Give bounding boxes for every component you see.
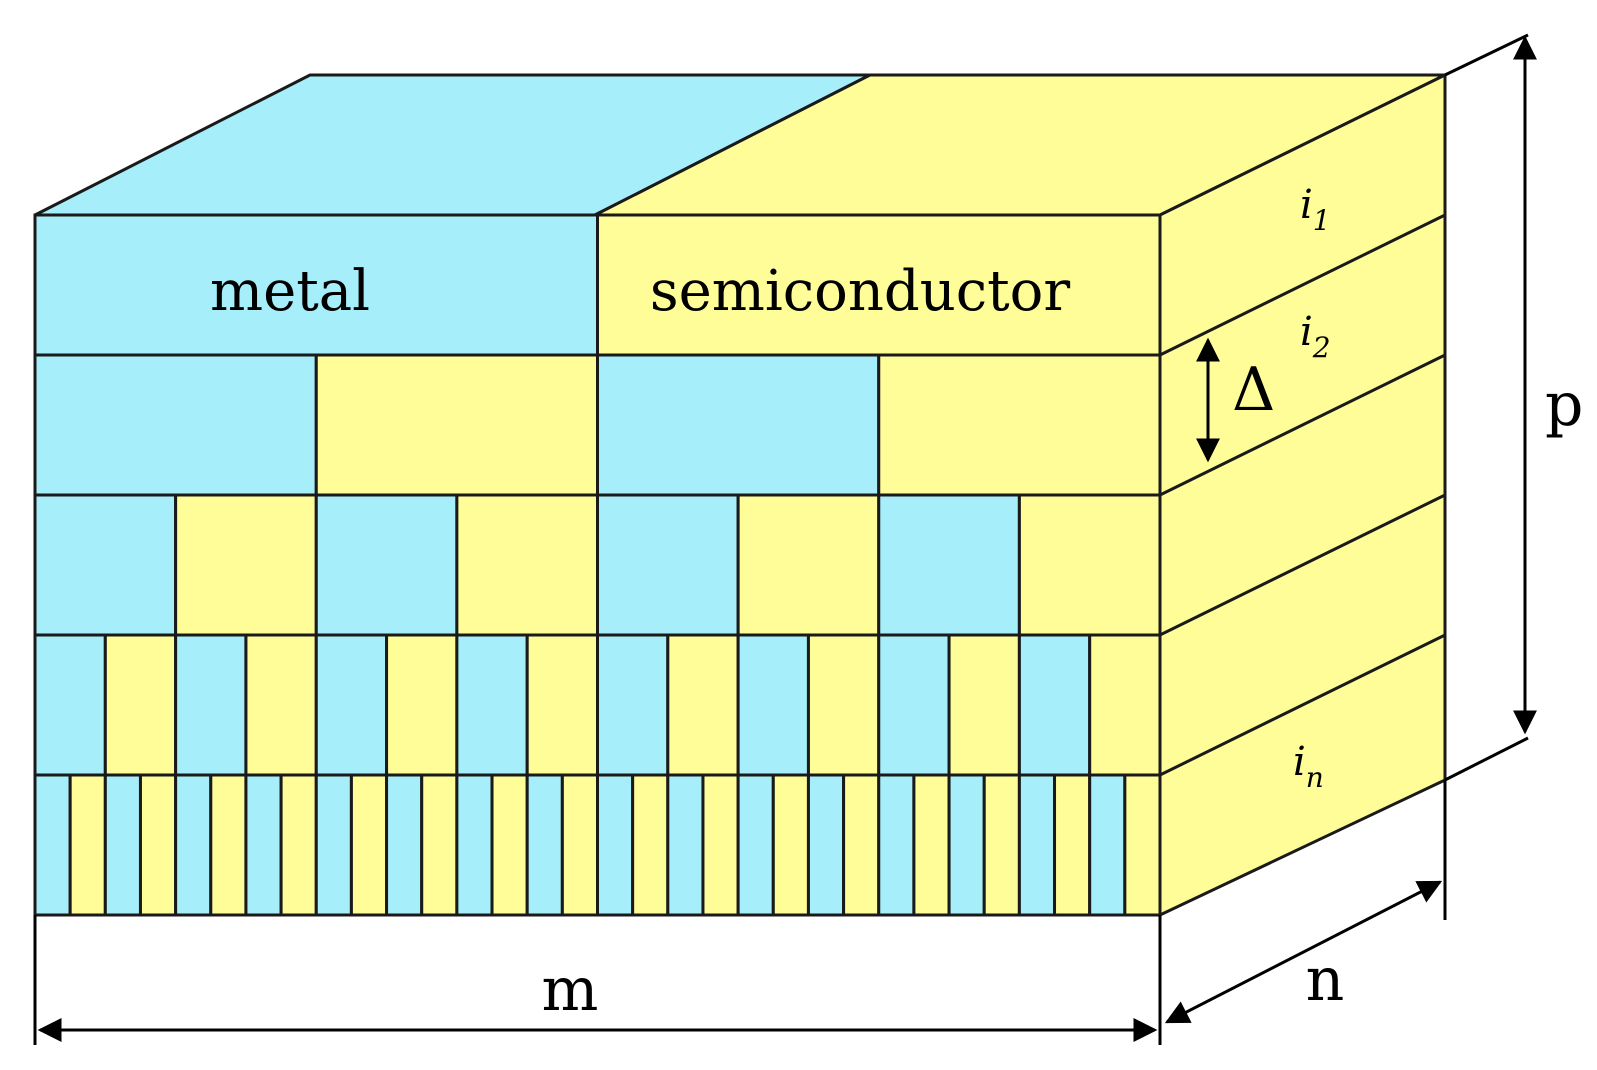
front-face-outline xyxy=(33,213,1162,917)
i2-sub: 2 xyxy=(1312,331,1331,364)
layer-5-segment-semiconductor xyxy=(631,773,670,917)
n-dimension-arrow xyxy=(1164,880,1443,1024)
i1-sub: 1 xyxy=(1313,204,1331,237)
layer-5-segment-metal xyxy=(666,773,705,917)
layer-5-segment-metal xyxy=(455,773,494,917)
layer-3-segment-semiconductor xyxy=(174,493,318,637)
layer-3-segment-metal xyxy=(596,493,740,637)
layer-5-segment-semiconductor xyxy=(771,773,810,917)
layer-5-segment-metal xyxy=(736,773,775,917)
layer-4-segment-semiconductor xyxy=(103,633,178,777)
layer-5-segment-metal xyxy=(103,773,142,917)
p-label: p xyxy=(1545,370,1583,440)
layer-5-segment-metal xyxy=(174,773,213,917)
layer-4-segment-semiconductor xyxy=(385,633,459,777)
layer-4-segment-semiconductor xyxy=(244,633,318,777)
layer-2-segment-semiconductor xyxy=(877,353,1162,497)
layer-4-segment-metal xyxy=(1017,633,1092,777)
layer-4-segment-semiconductor xyxy=(806,633,881,777)
n-label: n xyxy=(1306,945,1345,1015)
layer-4-segment-metal xyxy=(877,633,951,777)
side-layer-line xyxy=(1159,633,1446,777)
layer-4-segment-semiconductor xyxy=(525,633,599,777)
side-face-layer-lines xyxy=(1159,213,1446,777)
in-sub: n xyxy=(1306,761,1324,794)
layer-4-segment-metal xyxy=(596,633,670,777)
layer-5-segment-semiconductor xyxy=(279,773,318,917)
layer-5-segment-metal xyxy=(1017,773,1057,917)
layer-5-segment-semiconductor xyxy=(701,773,740,917)
layer-4-segment-metal xyxy=(736,633,810,777)
layer-2-segment-semiconductor xyxy=(314,353,599,497)
layer-4-segment-semiconductor xyxy=(1088,633,1162,777)
layer-3-segment-semiconductor xyxy=(1017,493,1162,637)
layer-5-segment-metal xyxy=(596,773,635,917)
layer-5-segment-semiconductor xyxy=(982,773,1021,917)
m-label: m xyxy=(542,955,599,1025)
layer-4-segment-metal xyxy=(33,633,107,777)
layer-5-segment-metal xyxy=(244,773,283,917)
layer-5-segment-metal xyxy=(877,773,916,917)
layer-4-segment-metal xyxy=(455,633,529,777)
side-layer-line xyxy=(1159,353,1446,497)
side-layer-line xyxy=(1159,493,1446,637)
layer-5-segment-semiconductor xyxy=(490,773,529,917)
layer-5-segment-metal xyxy=(525,773,564,917)
layer-3-segment-semiconductor xyxy=(455,493,599,637)
layer-in-label: in xyxy=(1293,739,1324,794)
layer-3-segment-semiconductor xyxy=(736,493,881,637)
p-extension-bottom xyxy=(1444,736,1529,782)
layer-5-segment-metal xyxy=(947,773,986,917)
p-extension-top xyxy=(1444,33,1529,77)
layer-3-segment-metal xyxy=(314,493,459,637)
layer-5-segment-metal xyxy=(33,773,72,917)
side-layer-line xyxy=(1159,213,1446,357)
layer-2-segment-metal xyxy=(33,353,318,497)
i1-base: i xyxy=(1300,182,1313,228)
layer-5-segment-semiconductor xyxy=(560,773,599,917)
layer-5-segment-semiconductor xyxy=(209,773,248,917)
layer-5-segment-metal xyxy=(385,773,424,917)
layer-1-segment-metal xyxy=(33,213,599,357)
layer-5-segment-semiconductor xyxy=(68,773,107,917)
layer-5-segment-semiconductor xyxy=(1053,773,1092,917)
front-face-layers xyxy=(33,213,1162,917)
layer-i2-label: i2 xyxy=(1300,309,1331,364)
i2-base: i xyxy=(1300,309,1313,355)
metal-label: metal xyxy=(210,259,370,324)
semiconductor-label: semiconductor xyxy=(650,259,1071,324)
layer-5-segment-semiconductor xyxy=(1123,773,1162,917)
layer-5-segment-semiconductor xyxy=(420,773,459,917)
layer-4-segment-semiconductor xyxy=(947,633,1021,777)
layer-4-segment-semiconductor xyxy=(666,633,740,777)
layer-4-segment-metal xyxy=(174,633,248,777)
in-base: i xyxy=(1293,739,1306,785)
layer-5-segment-metal xyxy=(806,773,846,917)
layer-5-segment-semiconductor xyxy=(842,773,881,917)
layer-3-segment-metal xyxy=(877,493,1021,637)
layer-5-segment-semiconductor xyxy=(138,773,178,917)
layer-5-segment-semiconductor xyxy=(912,773,951,917)
layer-4-segment-metal xyxy=(314,633,389,777)
layer-2-segment-metal xyxy=(596,353,881,497)
layer-i1-label: i1 xyxy=(1300,182,1331,237)
delta-label: Δ xyxy=(1232,355,1275,425)
layer-3-segment-metal xyxy=(33,493,178,637)
layer-5-segment-metal xyxy=(1088,773,1127,917)
layer-5-segment-metal xyxy=(314,773,353,917)
layer-5-segment-semiconductor xyxy=(349,773,389,917)
